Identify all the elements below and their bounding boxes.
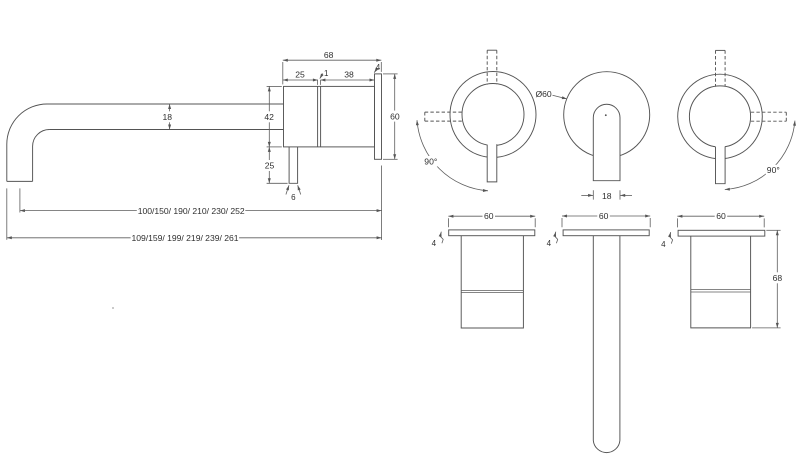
handle-right-lever-side-hidden [750, 111, 787, 122]
valve-stem [288, 146, 299, 184]
dim-flange-thickness-right: 4 [661, 232, 674, 249]
label-flange-width-mid: 60 [599, 211, 609, 221]
label-plate-height: 60 [390, 111, 400, 121]
dim-flange-thickness-mid: 4 [547, 231, 559, 248]
label-reach-to-center: 100/150/ 190/ 210/ 230/ 252 [138, 206, 245, 216]
handle-right-body-groove [690, 289, 751, 293]
handle-right-body-side [690, 236, 752, 329]
label-flange-diameter: Ø60 [535, 89, 551, 99]
valve-body-ring-split [317, 86, 322, 147]
wall-plate-side [374, 73, 382, 160]
handle-left-body-groove [461, 290, 524, 293]
label-ring-gap: 1 [324, 69, 329, 78]
spout-flange-plate [562, 229, 650, 237]
handle-left-rotation-arc: 90° [415, 120, 489, 192]
dim-stem-length: 25 [263, 146, 288, 184]
dim-ring-gap: 1 [319, 69, 329, 79]
handle-left-body-circle [461, 83, 525, 146]
front-view-spout: Ø60 18 [535, 71, 651, 201]
dim-body-depth-right: 68 [752, 229, 784, 329]
front-view-handle-left: 90° [415, 49, 537, 192]
label-outlet-width: 18 [602, 191, 612, 201]
handle-right-rotation-arc: 90° [724, 120, 796, 191]
dim-plate-height: 60 [383, 73, 402, 160]
dim-plate-thickness-side: 4 [373, 63, 381, 73]
bottom-view-spout: 60 4 [547, 210, 651, 454]
handle-left-body-side [460, 235, 524, 329]
bottom-view-handle-left: 60 4 [432, 210, 536, 329]
handle-right-lever-up-hidden [715, 49, 726, 87]
dim-reach-overall: 109/159/ 199/ 219/ 239/ 261 [6, 188, 382, 244]
spout-center-mark [604, 114, 607, 117]
dim-flange-thickness-left: 4 [432, 231, 444, 248]
label-reach-overall: 109/159/ 199/ 219/ 239/ 261 [132, 233, 239, 243]
label-plate-thickness-side: 4 [376, 63, 381, 72]
spout-outer-curve [6, 103, 48, 182]
label-body-front-width: 25 [295, 70, 305, 80]
label-flange-thickness-mid: 4 [547, 239, 552, 248]
dim-body-sections: 25 38 [282, 70, 375, 85]
label-tube-diameter: 18 [163, 112, 173, 122]
handle-right-lever-down [715, 145, 726, 185]
dim-flange-width-mid: 60 [561, 210, 651, 228]
handle-left-lever-side-hidden [424, 111, 463, 122]
valve-body-outline [283, 85, 375, 148]
label-handle-left-rotation: 90° [424, 157, 437, 167]
handle-left-lever-up-hidden [486, 49, 498, 85]
handle-left-flange-plate [448, 229, 536, 237]
side-view-spout-assembly: 68 25 38 1 4 42 [6, 50, 402, 309]
label-flange-width-right: 60 [716, 211, 726, 221]
dim-tube-diameter: 18 [160, 104, 174, 130]
dim-flange-width-left: 60 [448, 210, 536, 228]
dim-flange-diameter: Ø60 [535, 89, 567, 100]
front-view-handle-right: 90° [677, 49, 796, 191]
bottom-view-handle-right: 60 4 68 [661, 210, 784, 329]
label-body-back-width: 38 [344, 70, 354, 80]
paper-speck [112, 307, 114, 309]
handle-right-body-circle [688, 85, 752, 148]
spout-front-tube [592, 103, 621, 182]
label-body-depth-right: 68 [773, 273, 783, 283]
label-handle-right-rotation: 90° [767, 165, 780, 175]
handle-left-lever-down [486, 143, 498, 183]
label-flange-thickness-left: 4 [432, 239, 437, 248]
label-overall-depth: 68 [324, 50, 334, 60]
dim-outlet-width: 18 [581, 190, 632, 201]
label-stem-length: 25 [265, 161, 275, 171]
spout-inner-curve [32, 129, 50, 182]
handle-right-flange-plate [677, 229, 766, 237]
dim-body-height: 42 [263, 86, 282, 148]
spout-tube-down [592, 235, 621, 454]
dim-flange-width-right: 60 [677, 210, 765, 228]
label-flange-width-left: 60 [484, 211, 494, 221]
dim-stem-width: 6 [285, 185, 302, 202]
label-body-height: 42 [264, 112, 274, 122]
label-stem-width: 6 [291, 193, 296, 202]
dim-reach-to-center: 100/150/ 190/ 210/ 230/ 252 [19, 165, 382, 240]
label-flange-thickness-right: 4 [661, 240, 666, 249]
